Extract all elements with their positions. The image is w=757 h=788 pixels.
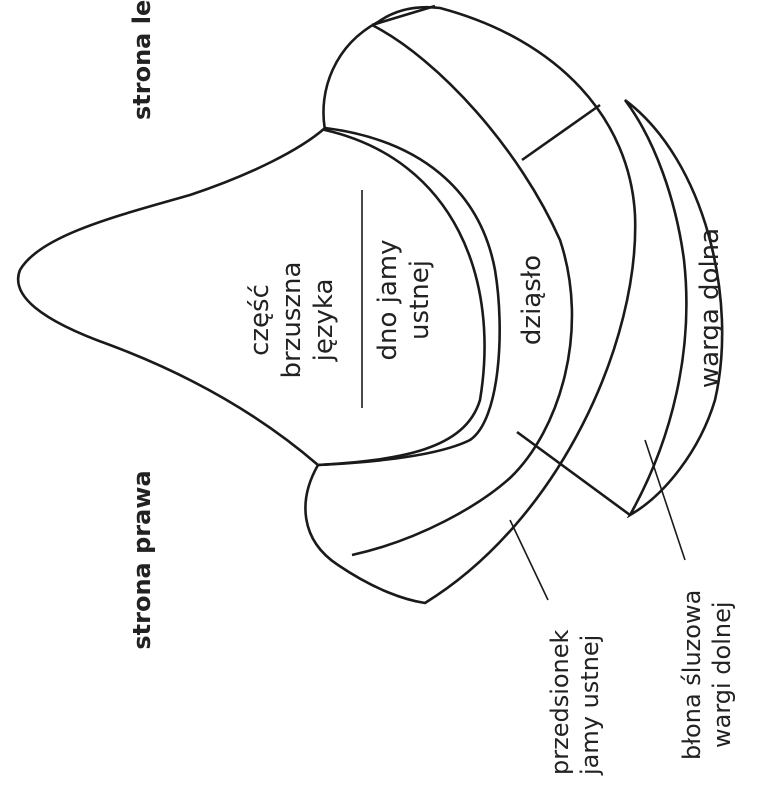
tongue-shape (17, 126, 501, 467)
mucosa-callout-line2: wargi dolnej (708, 601, 736, 748)
floor-label-line1: dno jamy (373, 239, 403, 360)
vestibule-leader (509, 519, 549, 601)
tongue-label-line3: języka (309, 279, 339, 363)
tongue-label-line2: brzuszna (277, 262, 307, 379)
vestibule-callout-line2: jamy ustnej (576, 635, 604, 776)
outer-band (304, 5, 637, 605)
mucosa-leader (644, 439, 686, 561)
divider-mid (521, 103, 601, 162)
right-side-label: strona prawa (128, 470, 156, 649)
floor-label-line2: ustnej (405, 260, 435, 340)
vestibule-callout-line1: przedsionek (546, 629, 574, 775)
tongue-label-line1: część (245, 284, 275, 356)
mucosa-callout-line1: błona śluzowa (678, 590, 706, 760)
lower-lip-shape (623, 98, 724, 519)
band-inner-arc (351, 23, 574, 557)
gum-label: dziąsło (517, 255, 547, 345)
left-side-label: strona le (128, 0, 156, 120)
divider-top (371, 4, 436, 27)
divider-bottom (516, 430, 631, 517)
lip-label: warga dolna (695, 228, 725, 388)
